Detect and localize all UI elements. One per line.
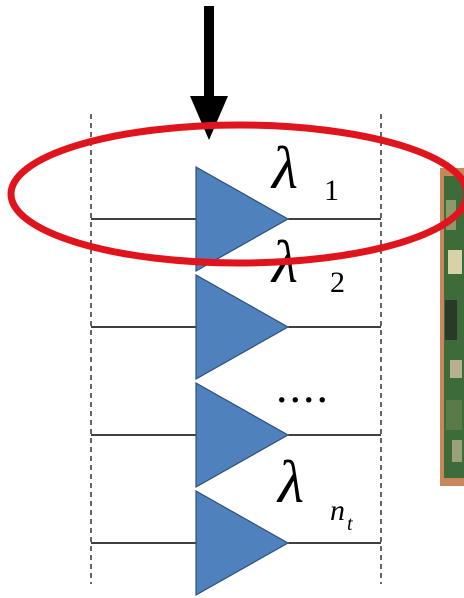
stage-4-subscript-sub: t (347, 513, 353, 535)
amplifier-triangle-2 (195, 273, 290, 381)
stage-1-subscript: 1 (324, 174, 339, 207)
stage-3-ellipsis: .... (276, 361, 330, 412)
down-arrow-icon (190, 6, 228, 140)
amplifier-triangle-1 (195, 165, 290, 273)
stage-4-subscript: n (330, 494, 345, 527)
amplifier-triangle-3 (195, 381, 290, 489)
stage-2-subscript: 2 (330, 266, 345, 299)
stage-1-symbol: λ (270, 135, 298, 201)
amplifier-triangle-4 (195, 489, 290, 597)
stage-4-symbol: λ (276, 449, 304, 515)
ellipse-highlight-icon (7, 121, 464, 267)
